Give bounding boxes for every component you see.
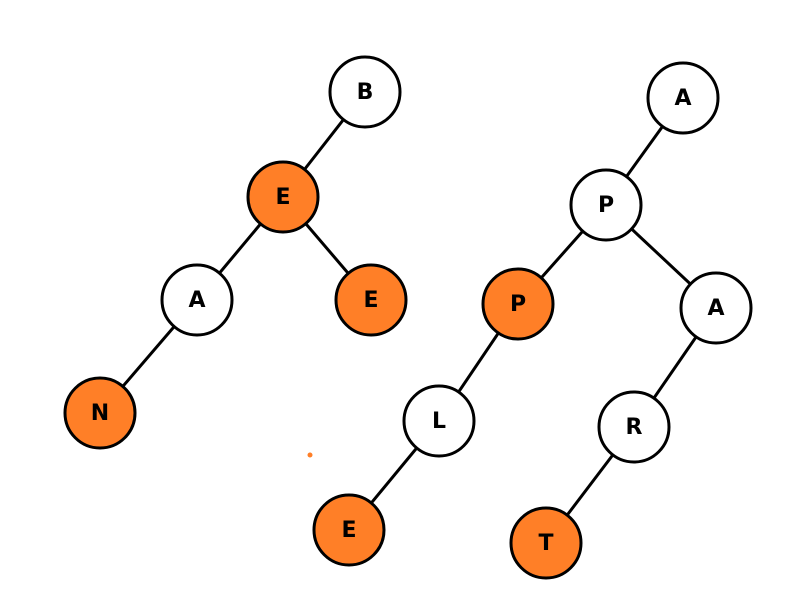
node-circle — [328, 55, 402, 129]
tree-node-t2-a1: A — [646, 61, 720, 135]
node-label: E — [363, 288, 378, 313]
tree-node-t1-b: B — [328, 55, 402, 129]
node-circle — [63, 376, 137, 450]
node-circle — [509, 506, 583, 580]
node-circle — [312, 493, 386, 567]
node-label: P — [598, 193, 614, 218]
node-circle — [481, 267, 555, 341]
tree-node-t2-p1: P — [569, 168, 643, 242]
tree-node-t1-e2: E — [334, 263, 408, 337]
node-label: P — [510, 292, 526, 317]
node-circle — [597, 390, 671, 464]
node-circle — [334, 263, 408, 337]
node-label: N — [91, 401, 109, 426]
node-circle — [646, 61, 720, 135]
stray-dot — [307, 452, 313, 458]
node-label: T — [538, 531, 553, 556]
node-label: A — [707, 296, 724, 321]
node-label: E — [275, 185, 290, 210]
node-circle — [246, 160, 320, 234]
tree-node-t2-l: L — [402, 384, 476, 458]
tree-node-t1-a: A — [160, 263, 234, 337]
tree-node-t1-n: N — [63, 376, 137, 450]
node-circle — [402, 384, 476, 458]
node-label: R — [626, 415, 643, 440]
node-label: E — [341, 518, 356, 543]
tree-node-t2-e: E — [312, 493, 386, 567]
node-label: L — [432, 409, 446, 434]
node-label: A — [188, 288, 205, 313]
node-circle — [569, 168, 643, 242]
tree-node-t2-t: T — [509, 506, 583, 580]
node-circle — [679, 271, 753, 345]
node-label: A — [674, 86, 691, 111]
tree-node-t1-e1: E — [246, 160, 320, 234]
node-label: B — [357, 80, 374, 105]
tree-node-t2-r: R — [597, 390, 671, 464]
tree-node-t2-p2: P — [481, 267, 555, 341]
tree-node-t2-a2: A — [679, 271, 753, 345]
node-circle — [160, 263, 234, 337]
nodes-layer: B E A E N A P P A L R E T — [63, 55, 753, 580]
